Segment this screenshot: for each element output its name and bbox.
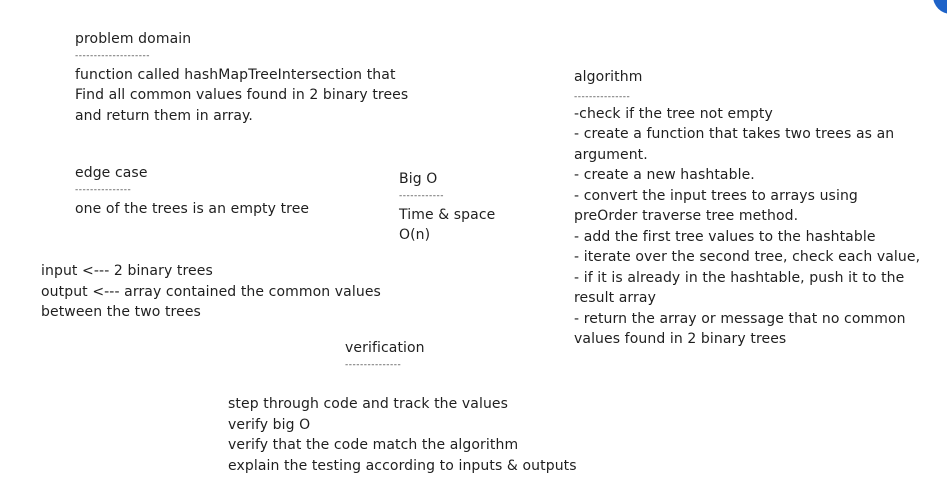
algorithm-step: - return the array or message that no co… <box>574 310 906 327</box>
verification-steps: step through code and track the values v… <box>228 394 577 476</box>
algorithm-step: result array <box>574 290 656 306</box>
algorithm-step: - if it is already in the hashtable, pus… <box>574 269 905 286</box>
problem-domain-separator: -------------------- <box>75 50 150 61</box>
algorithm-step: -check if the tree not empty <box>574 105 773 122</box>
verification-step: verify that the code match the algorithm <box>228 437 519 453</box>
algorithm-step: - add the first tree values to the hasht… <box>574 228 876 245</box>
io-line: between the two trees <box>41 304 201 320</box>
verification-section: verification --------------- <box>345 338 425 371</box>
algorithm-step: argument. <box>574 146 648 163</box>
edge-case-separator: --------------- <box>75 184 132 195</box>
algorithm-separator: --------------- <box>574 91 631 102</box>
algorithm-step: - create a function that takes two trees… <box>574 126 895 142</box>
problem-domain-section: problem domain -------------------- func… <box>75 29 408 126</box>
problem-domain-line: function called hashMapTreeIntersection … <box>75 66 396 83</box>
algorithm-section: algorithm --------------- -check if the … <box>574 67 920 350</box>
algorithm-step: preOrder traverse tree method. <box>574 208 799 224</box>
algorithm-step: values found in 2 binary trees <box>574 331 787 347</box>
verification-title: verification <box>345 340 425 356</box>
io-line: output <--- array contained the common v… <box>41 283 381 300</box>
io-section: input <--- 2 binary trees output <--- ar… <box>41 261 381 323</box>
big-o-line: Time & space <box>399 206 496 223</box>
problem-domain-line: and return them in array. <box>75 107 253 124</box>
big-o-line: O(n) <box>399 227 431 243</box>
algorithm-step: - iterate over the second tree, check ea… <box>574 249 921 265</box>
corner-badge <box>933 0 947 14</box>
edge-case-section: edge case --------------- one of the tre… <box>75 163 309 219</box>
big-o-section: Big O ------------ Time & space O(n) <box>399 169 495 246</box>
algorithm-step: - create a new hashtable. <box>574 167 755 183</box>
algorithm-step: - convert the input trees to arrays usin… <box>574 187 858 204</box>
algorithm-title: algorithm <box>574 69 643 85</box>
verification-step: explain the testing according to inputs … <box>228 457 577 474</box>
big-o-separator: ------------ <box>399 190 444 201</box>
big-o-title: Big O <box>399 171 438 187</box>
verification-separator: --------------- <box>345 359 402 370</box>
problem-domain-title: problem domain <box>75 31 192 47</box>
verification-step: verify big O <box>228 416 311 433</box>
edge-case-title: edge case <box>75 165 148 181</box>
edge-case-line: one of the trees is an empty tree <box>75 200 310 217</box>
io-line: input <--- 2 binary trees <box>41 263 213 279</box>
problem-domain-line: Find all common values found in 2 binary… <box>75 87 409 103</box>
verification-step: step through code and track the values <box>228 396 509 412</box>
